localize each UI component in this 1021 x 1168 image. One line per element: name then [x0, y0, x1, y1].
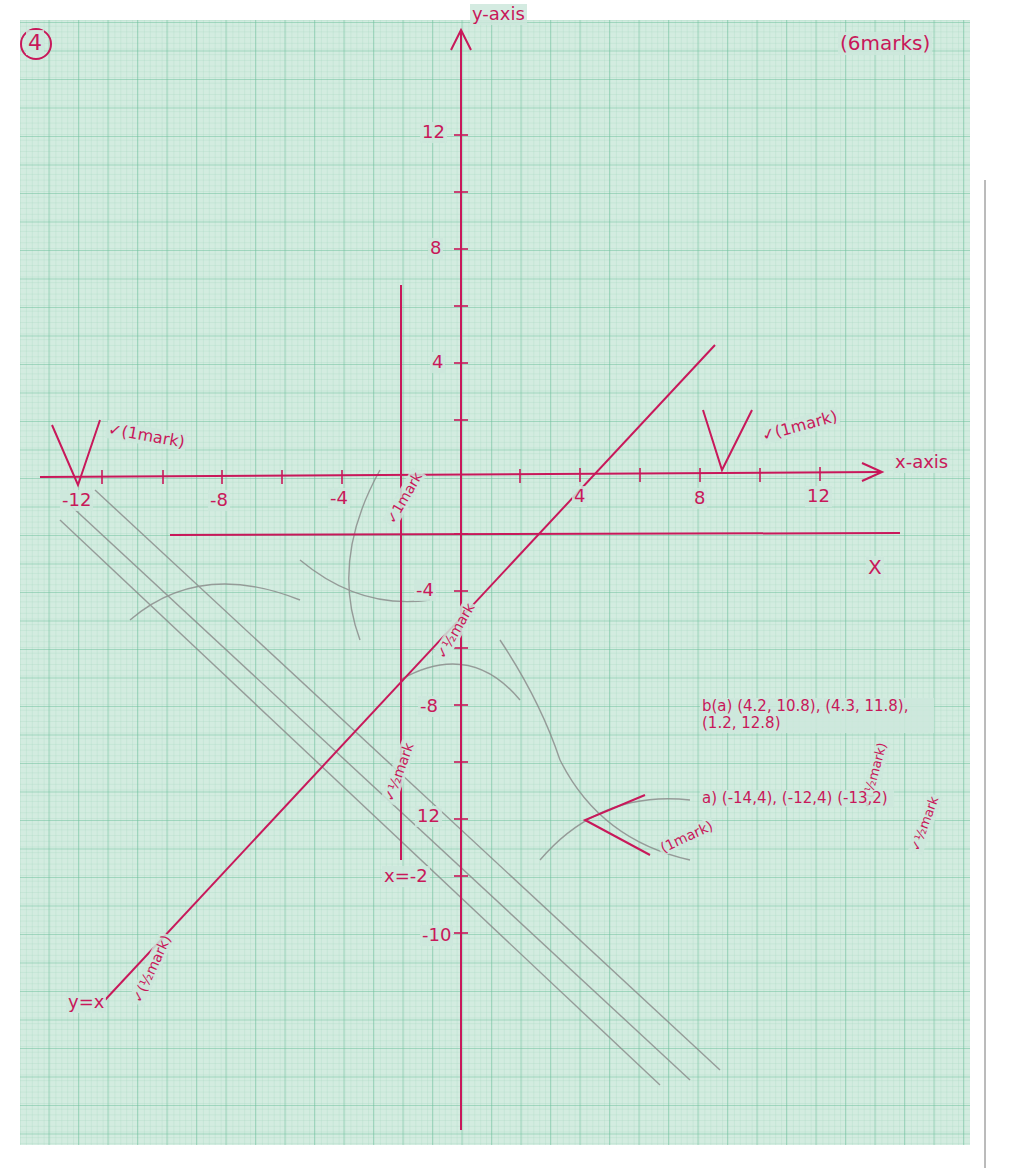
handwritten-label: a) (-14,4), (-12,4) (-13,2)	[700, 790, 894, 807]
handwritten-label: y-axis	[470, 4, 527, 25]
handwritten-label: b(a) (4.2, 10.8), (4.3, 11.8), (1.2, 12.…	[700, 698, 934, 733]
handwritten-label: ✓(1mark)	[105, 420, 188, 452]
handwritten-label: 4	[572, 486, 587, 507]
handwritten-label: ✓½mark	[908, 793, 943, 855]
minor-grid	[20, 20, 970, 1145]
handwritten-label: 12	[805, 486, 832, 507]
handwritten-label: -8	[418, 696, 440, 717]
v-shape-object	[703, 410, 752, 470]
pencil-construction	[60, 470, 720, 1085]
paper-ground	[20, 20, 970, 1145]
handwritten-label: 12	[415, 806, 442, 827]
handwritten-label: -4	[414, 580, 436, 601]
handwritten-label: 4	[430, 352, 445, 373]
handwritten-label: -12	[60, 490, 93, 511]
v-shape-image	[52, 420, 100, 485]
handwritten-label: 8	[428, 238, 443, 259]
handwritten-label: ✓(1mark)	[758, 407, 841, 446]
handwritten-label: ✓½mark	[380, 739, 417, 806]
handwritten-label: -4	[328, 488, 350, 509]
handwritten-label: y=x	[66, 992, 106, 1013]
handwritten-label: ✓½mark	[432, 598, 479, 663]
handwritten-label: (1mark)	[656, 817, 717, 857]
handwritten-label: -10	[420, 925, 453, 946]
handwritten-label: (6marks)	[838, 32, 932, 55]
major-grid	[20, 20, 970, 1145]
axes	[40, 30, 882, 1130]
handwritten-label: 8	[692, 488, 707, 509]
handwritten-label: x-axis	[893, 452, 950, 473]
handwritten-label: -8	[208, 490, 230, 511]
line-y-equals-x	[105, 345, 715, 1000]
red-ink-lines	[21, 29, 900, 1000]
handwritten-label: x=-2	[382, 866, 430, 887]
handwritten-label: 12	[420, 122, 447, 143]
handwritten-label: ✓1mark	[382, 467, 426, 528]
v-shape-rotated	[585, 795, 650, 855]
handwritten-label: ✓(½mark)	[128, 931, 175, 1007]
handwritten-label: 4	[26, 30, 44, 55]
question-circle	[21, 29, 51, 59]
horizontal-line	[170, 533, 900, 535]
handwritten-label: X	[866, 556, 884, 579]
page-edge	[985, 180, 986, 1168]
